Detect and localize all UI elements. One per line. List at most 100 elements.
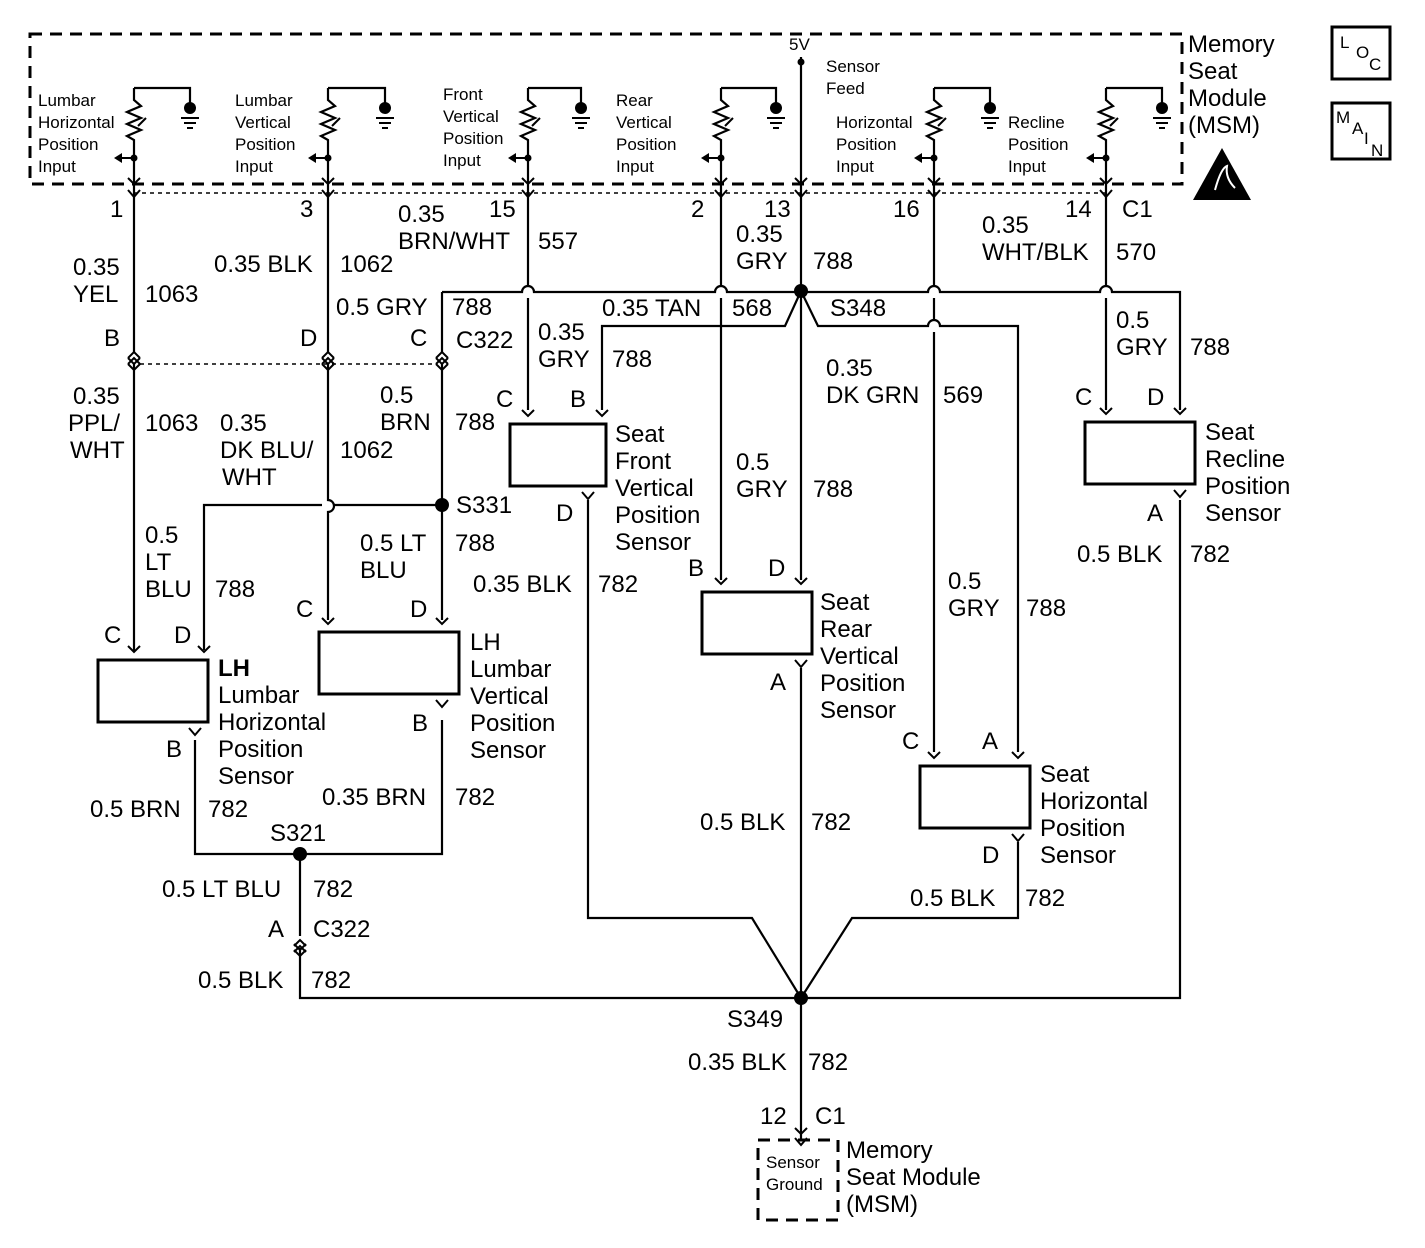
wire-label: 0.5 BLK: [700, 809, 785, 836]
sensor-label-line: Vertical: [820, 643, 899, 670]
position-input-circuit: [508, 86, 590, 184]
wire-label: 0.5: [380, 382, 413, 409]
wire-label: GRY: [1116, 334, 1168, 361]
pin-letter: D: [768, 555, 785, 582]
sensor-label-line: Lumbar: [470, 656, 551, 683]
terminal-fork: [1011, 833, 1025, 843]
wire-label: 782: [208, 796, 248, 823]
c322-low-pin: A: [268, 916, 284, 943]
ground-icon: [981, 102, 999, 129]
terminal-down: [714, 577, 728, 586]
wire-label: 0.35: [73, 254, 120, 281]
arrow-icon: [508, 153, 516, 163]
sensor-label-line: Lumbar: [218, 682, 299, 709]
wire-label: 782: [808, 1049, 848, 1076]
sensor-label-line: Position: [820, 670, 905, 697]
main-letter: N: [1371, 141, 1383, 160]
terminal-up: [293, 944, 307, 953]
wire-label: 568: [732, 295, 772, 322]
wire-label: 782: [311, 967, 351, 994]
input-label-line: Position: [836, 135, 896, 154]
pin-letter: A: [770, 669, 786, 696]
loc-icon[interactable]: L O C: [1330, 25, 1392, 81]
main-icon[interactable]: M A I N: [1330, 101, 1392, 161]
splice-label: S331: [456, 492, 512, 519]
terminal-down: [521, 409, 535, 418]
wire-label: 570: [1116, 239, 1156, 266]
wire-label: 0.5: [948, 568, 981, 595]
loc-letter: C: [1369, 55, 1381, 74]
pin-letter: A: [1147, 500, 1163, 527]
terminal-down: [127, 357, 141, 366]
wire-label: 1062: [340, 251, 393, 278]
terminal-fork: [188, 727, 202, 737]
input-label-line: Front: [443, 85, 483, 104]
resistor-icon: [924, 88, 944, 184]
wire-label: 788: [612, 346, 652, 373]
terminal-fork: [714, 189, 728, 199]
wire-labels: 0.35 YEL 1063 0.35 BLK 1062 0.35 BRN/WHT…: [68, 201, 1230, 1076]
input-label-line: Lumbar: [38, 91, 96, 110]
wire-label: 0.35 TAN: [602, 295, 701, 322]
pin-letter: B: [688, 555, 704, 582]
input-label-line: Input: [1008, 157, 1046, 176]
terminal-fork: [581, 491, 595, 501]
position-input-circuit: [1086, 86, 1171, 184]
input-label-line: Lumbar: [235, 91, 293, 110]
terminal-down: [794, 177, 808, 186]
terminal-down: [321, 177, 335, 186]
lh-lumbar-vertical-position-sensor[interactable]: [317, 630, 461, 696]
terminal-fork: [794, 659, 808, 669]
arrow-icon: [114, 153, 122, 163]
sensor-label-line: Horizontal: [1040, 788, 1148, 815]
terminal-fork: [794, 189, 808, 199]
terminal-fork: [927, 189, 941, 199]
module-title-line: Seat: [1188, 58, 1238, 85]
lh-lumbar-horizontal-position-sensor[interactable]: [96, 658, 210, 724]
sensor-label-line: Sensor: [820, 697, 896, 724]
terminal-down: [293, 943, 307, 952]
seat-rear-vertical-position-sensor[interactable]: [700, 590, 814, 656]
sensor-label-line: Position: [615, 502, 700, 529]
wire-label: 0.35: [538, 319, 585, 346]
wire-label: 782: [811, 809, 851, 836]
c322-pin-letter: B: [104, 325, 120, 352]
wire-label: 788: [813, 248, 853, 275]
terminal-up: [127, 350, 141, 359]
input-label-line: Vertical: [235, 113, 291, 132]
wiring: [132, 184, 1182, 1140]
wire-label: 788: [455, 530, 495, 557]
seat-front-vertical-position-sensor[interactable]: [508, 422, 608, 488]
terminal-down: [1099, 407, 1113, 416]
arrow-icon: [308, 153, 316, 163]
wire-label: GRY: [736, 248, 788, 275]
splice-label: S348: [830, 295, 886, 322]
input-labels: Lumbar Horizontal Position Input Lumbar …: [38, 35, 1068, 176]
resistor-icon: [1096, 88, 1116, 184]
pin-number: 2: [691, 196, 704, 223]
input-label-line: Input: [443, 151, 481, 170]
pin-number: 16: [893, 196, 920, 223]
ground-module-title: Memory: [846, 1137, 933, 1164]
pin-number: 14: [1065, 196, 1092, 223]
sensor-label-line: Seat: [1205, 419, 1255, 446]
sensor-label-line: Position: [1040, 815, 1125, 842]
terminal-down: [127, 177, 141, 186]
sensor-label-line: Position: [218, 736, 303, 763]
terminal-down: [1173, 407, 1187, 416]
ground-icon: [376, 102, 394, 129]
ground-icon: [572, 102, 590, 129]
terminal-fork: [435, 699, 449, 709]
wire-label: 0.5 BLK: [1077, 541, 1162, 568]
terminal-down: [197, 645, 211, 654]
seat-horizontal-position-sensor[interactable]: [918, 764, 1032, 830]
esd-warning-icon: [1193, 148, 1251, 200]
wire-label: 0.5 GRY: [336, 294, 428, 321]
main-letter: A: [1352, 119, 1364, 138]
pin-letter: C: [496, 386, 513, 413]
terminal-down: [794, 1127, 808, 1136]
seat-recline-position-sensor[interactable]: [1083, 420, 1197, 486]
input-label-line: Position: [616, 135, 676, 154]
ground-module-title: (MSM): [846, 1191, 918, 1218]
ground-inner-label: Sensor: [766, 1153, 820, 1172]
